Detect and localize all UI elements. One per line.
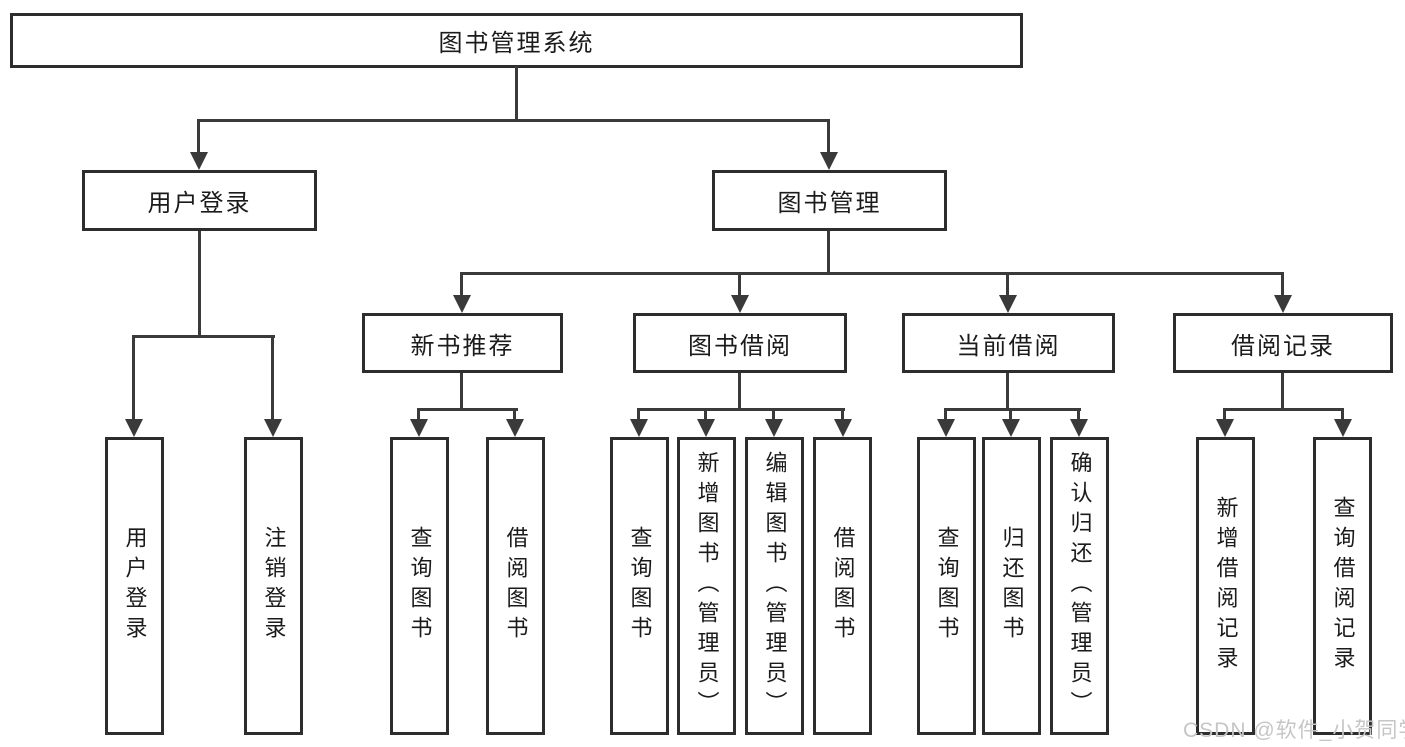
node-label: 新增借阅记录 (1213, 496, 1239, 676)
watermark: CSDN @软件_小贺同学 (1183, 719, 1405, 742)
node-book-borrowing: 图书借阅 (633, 313, 847, 373)
connector-line (513, 408, 516, 419)
arrowhead (765, 419, 783, 437)
node-label: 编辑图书（管理员） (762, 451, 788, 721)
connector-line (944, 408, 1081, 411)
node-label: 图书借阅 (688, 332, 792, 360)
node-label: 用户登录 (147, 190, 252, 217)
leaf-user-login: 用户登录 (105, 437, 164, 735)
connector-line (841, 408, 844, 419)
arrowhead (1070, 419, 1088, 437)
node-current-borrowing: 当前借阅 (902, 313, 1115, 373)
leaf-query-books-borrowing: 查询图书 (610, 437, 669, 735)
connector-line (772, 408, 775, 419)
arrowhead (820, 152, 838, 170)
arrowhead (506, 419, 524, 437)
arrowhead (630, 419, 648, 437)
node-label: 新书推荐 (410, 332, 515, 360)
arrowhead (937, 419, 955, 437)
arrowhead (697, 419, 715, 437)
connector-line (1223, 408, 1226, 419)
node-label: 图书管理 (777, 190, 882, 217)
arrowhead (1274, 295, 1292, 313)
connector-line (1281, 373, 1284, 408)
arrowhead (834, 419, 852, 437)
connector-line (637, 408, 845, 411)
leaf-confirm-return-admin: 确认归还（管理员） (1050, 437, 1109, 735)
connector-line (827, 231, 830, 272)
arrowhead (410, 419, 428, 437)
arrowhead (999, 295, 1017, 313)
connector-line (198, 231, 201, 335)
leaf-query-books-current: 查询图书 (917, 437, 976, 735)
connector-line (738, 272, 741, 295)
node-label: 注销登录 (261, 526, 287, 646)
leaf-borrow-books-recommend: 借阅图书 (486, 437, 545, 735)
node-borrow-records: 借阅记录 (1173, 313, 1393, 373)
connector-line (637, 408, 640, 419)
connector-line (460, 272, 463, 295)
connector-line (738, 373, 741, 408)
connector-line (132, 335, 275, 338)
arrowhead (264, 419, 282, 437)
arrowhead (731, 295, 749, 313)
connector-line (944, 408, 947, 419)
node-library-management-system: 图书管理系统 (10, 13, 1023, 68)
node-label: 借阅图书 (830, 526, 856, 646)
connector-line (515, 66, 518, 119)
node-book-management: 图书管理 (712, 170, 947, 231)
node-label: 新增图书（管理员） (694, 451, 720, 721)
leaf-borrow-books-borrowing: 借阅图书 (813, 437, 872, 735)
connector-line (132, 335, 135, 419)
leaf-add-book-admin: 新增图书（管理员） (677, 437, 736, 735)
arrowhead (1334, 419, 1352, 437)
leaf-return-book: 归还图书 (982, 437, 1041, 735)
arrowhead (1002, 419, 1020, 437)
node-label: 归还图书 (999, 526, 1025, 646)
connector-line (417, 408, 518, 411)
leaf-query-books-recommend: 查询图书 (390, 437, 449, 735)
node-label: 借阅图书 (503, 526, 529, 646)
connector-line (460, 272, 1283, 275)
connector-line (1223, 408, 1344, 411)
arrowhead (1216, 419, 1234, 437)
connector-line (1077, 408, 1080, 419)
arrowhead (190, 152, 208, 170)
node-user-login: 用户登录 (82, 170, 317, 231)
connector-line (1341, 408, 1344, 419)
node-label: 用户登录 (122, 526, 148, 646)
connector-line (271, 335, 274, 419)
arrowhead (453, 295, 471, 313)
node-new-book-recommend: 新书推荐 (362, 313, 563, 373)
leaf-query-borrow-record: 查询借阅记录 (1313, 437, 1372, 735)
leaf-add-borrow-record: 新增借阅记录 (1196, 437, 1255, 735)
node-label: 图书管理系统 (438, 30, 595, 57)
connector-line (827, 119, 830, 152)
connector-line (1006, 373, 1009, 408)
connector-line (1009, 408, 1012, 419)
node-label: 查询图书 (934, 526, 960, 646)
node-label: 确认归还（管理员） (1067, 451, 1093, 721)
connector-line (460, 373, 463, 408)
leaf-edit-book-admin: 编辑图书（管理员） (745, 437, 804, 735)
connector-line (1006, 272, 1009, 295)
leaf-logout: 注销登录 (244, 437, 303, 735)
node-label: 当前借阅 (956, 332, 1061, 360)
node-label: 借阅记录 (1231, 332, 1335, 360)
connector-line (704, 408, 707, 419)
node-label: 查询图书 (627, 526, 653, 646)
connector-line (197, 119, 200, 152)
node-label: 查询借阅记录 (1330, 496, 1356, 676)
node-label: 查询图书 (407, 526, 433, 646)
connector-line (417, 408, 420, 419)
arrowhead (125, 419, 143, 437)
connector-line (1281, 272, 1284, 295)
connector-line (197, 119, 830, 122)
